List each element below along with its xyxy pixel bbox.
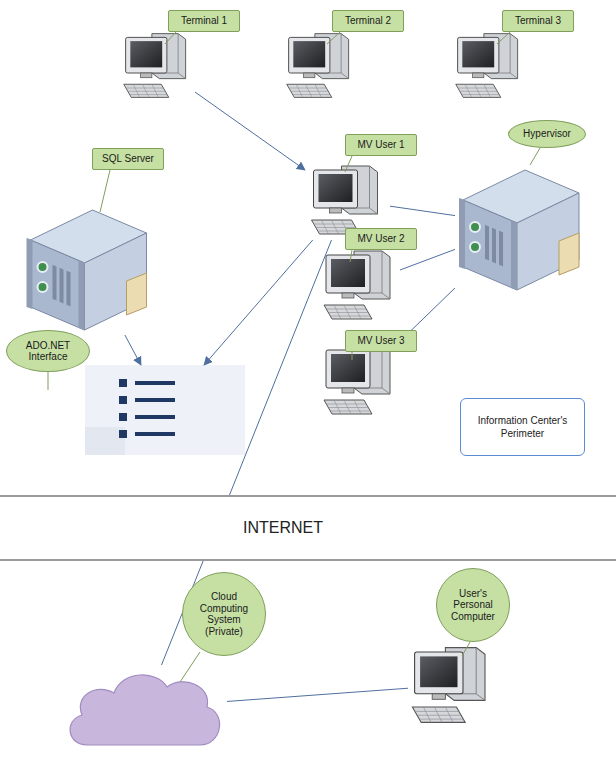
node-text: User's Personal Computer bbox=[447, 588, 499, 623]
node-text: INTERNET bbox=[243, 519, 323, 537]
node-text: MV User 1 bbox=[357, 139, 404, 151]
device-node: User's Personal Computer bbox=[408, 640, 496, 730]
node-text: MV User 2 bbox=[357, 233, 404, 245]
callout-label: User's Personal Computer bbox=[436, 568, 510, 642]
callout-label: SQL Server bbox=[92, 148, 164, 170]
connector-line bbox=[195, 92, 305, 170]
device-node: Terminal 2 bbox=[283, 28, 358, 103]
callout-label: Hypervisor bbox=[508, 120, 586, 148]
connector-line bbox=[162, 240, 332, 665]
device-node: MV User 2 bbox=[320, 245, 400, 325]
callout-label: Terminal 2 bbox=[332, 10, 404, 32]
device-node: Cloud Computing System (Private) bbox=[62, 665, 227, 750]
device-node: SQL Server bbox=[20, 195, 155, 335]
callout-label: Cloud Computing System (Private) bbox=[182, 572, 266, 656]
device-node: Terminal 1 bbox=[120, 28, 195, 103]
connector-line bbox=[204, 240, 313, 365]
device-node: Hypervisor bbox=[455, 150, 585, 300]
node-text: SQL Server bbox=[102, 153, 154, 165]
node-text: Hypervisor bbox=[523, 128, 571, 140]
callout-label: ADO.NET Interface bbox=[6, 330, 90, 372]
note-box: Information Center's Perimeter bbox=[460, 398, 585, 456]
node-text: ADO.NET Interface bbox=[17, 340, 79, 363]
device-node: Terminal 3 bbox=[452, 28, 527, 103]
connector-line bbox=[390, 206, 455, 215]
network-band: INTERNET bbox=[0, 495, 616, 561]
device-node: MV User 3 bbox=[320, 340, 400, 420]
callout-label: Terminal 3 bbox=[502, 10, 574, 32]
node-text: Information Center's Perimeter bbox=[469, 414, 576, 440]
connector-line bbox=[227, 688, 408, 701]
node-text: Terminal 1 bbox=[181, 15, 227, 27]
node-text: Terminal 2 bbox=[345, 15, 391, 27]
node-text: Cloud Computing System (Private) bbox=[193, 591, 255, 637]
callout-label: MV User 3 bbox=[345, 330, 417, 352]
node-text: Terminal 3 bbox=[515, 15, 561, 27]
callout-label: MV User 1 bbox=[345, 134, 417, 156]
node-text: MV User 3 bbox=[357, 335, 404, 347]
device-node: ADO.NET Interface bbox=[85, 365, 245, 455]
connector-line bbox=[400, 249, 455, 270]
callout-label: Terminal 1 bbox=[168, 10, 240, 32]
connector-line bbox=[125, 335, 141, 365]
callout-label: MV User 2 bbox=[345, 228, 417, 250]
